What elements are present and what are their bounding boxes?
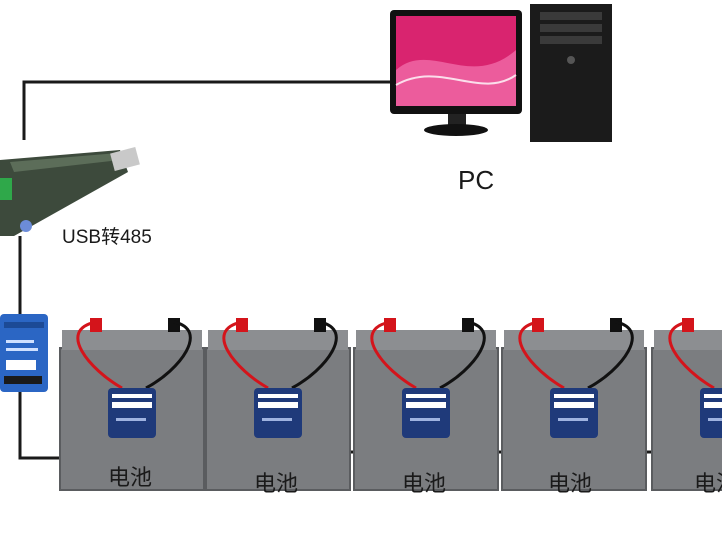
- usb-plug: [110, 146, 140, 172]
- battery-lid: [356, 330, 496, 350]
- positive-terminal: [236, 318, 248, 332]
- battery-5: [651, 318, 722, 491]
- monitor-module: [700, 388, 722, 438]
- positive-lead: [222, 320, 269, 390]
- battery-label-2: 电池: [253, 472, 298, 497]
- positive-lead: [76, 320, 123, 390]
- battery-3: [353, 318, 499, 491]
- negative-terminal: [168, 318, 180, 332]
- positive-lead: [370, 320, 417, 390]
- negative-terminal: [314, 318, 326, 332]
- battery-4: [501, 318, 647, 491]
- usb-converter-label: USB转485: [62, 227, 152, 248]
- negative-lead: [145, 320, 192, 390]
- battery-lid: [208, 330, 348, 350]
- monitor-stand: [424, 124, 488, 136]
- positive-terminal: [532, 318, 544, 332]
- battery-label-4: 电池: [547, 472, 592, 497]
- monitor-module: [108, 388, 156, 438]
- negative-lead: [291, 320, 338, 390]
- battery-2: [205, 318, 351, 491]
- positive-terminal: [90, 318, 102, 332]
- negative-lead: [439, 320, 486, 390]
- battery-label-3: 电池: [401, 472, 446, 497]
- positive-lead: [518, 320, 565, 390]
- hub-module-icon: [0, 314, 48, 392]
- monitor-neck: [448, 114, 466, 126]
- battery-label-5: 电池: [693, 472, 722, 497]
- pc-icon: [390, 4, 612, 142]
- positive-lead: [668, 320, 715, 390]
- pc-link-wire: [22, 80, 392, 140]
- monitor-module: [402, 388, 450, 438]
- negative-lead: [587, 320, 634, 390]
- positive-terminal: [384, 318, 396, 332]
- battery-lid: [504, 330, 644, 350]
- battery-string: [59, 318, 722, 491]
- monitor-module: [550, 388, 598, 438]
- battery-label-1: 电池: [107, 466, 152, 491]
- negative-terminal: [462, 318, 474, 332]
- negative-terminal: [610, 318, 622, 332]
- battery-lid: [654, 330, 722, 350]
- battery-lid: [62, 330, 202, 350]
- status-led: [20, 220, 32, 232]
- pc-label: PC: [458, 165, 495, 195]
- usb-converter-icon: [0, 146, 140, 236]
- monitor-module: [254, 388, 302, 438]
- battery-1: [59, 318, 205, 491]
- terminal-block: [0, 178, 12, 200]
- positive-terminal: [682, 318, 694, 332]
